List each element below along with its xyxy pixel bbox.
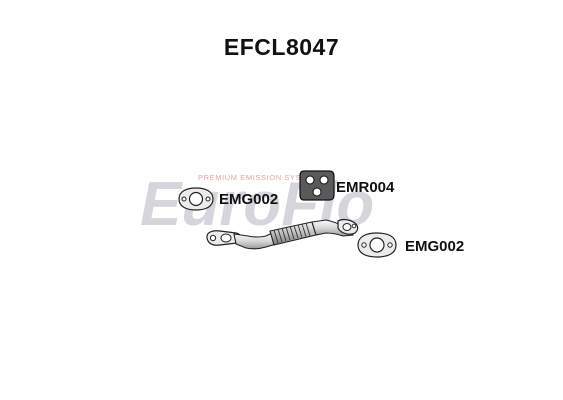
exhaust-pipe-icon (206, 218, 359, 250)
mounting-rubber-label: EMR004 (336, 179, 395, 196)
gasket-left-label: EMG002 (219, 191, 279, 208)
page-title: EFCL8047 (223, 34, 340, 60)
gasket-right-label: EMG002 (405, 238, 465, 255)
mounting-rubber-icon (299, 170, 335, 201)
gasket-left-icon (178, 187, 214, 211)
gasket-right-icon (357, 232, 397, 258)
watermark-tagline: PREMIUM EMISSION SYSTEMS (198, 173, 325, 182)
